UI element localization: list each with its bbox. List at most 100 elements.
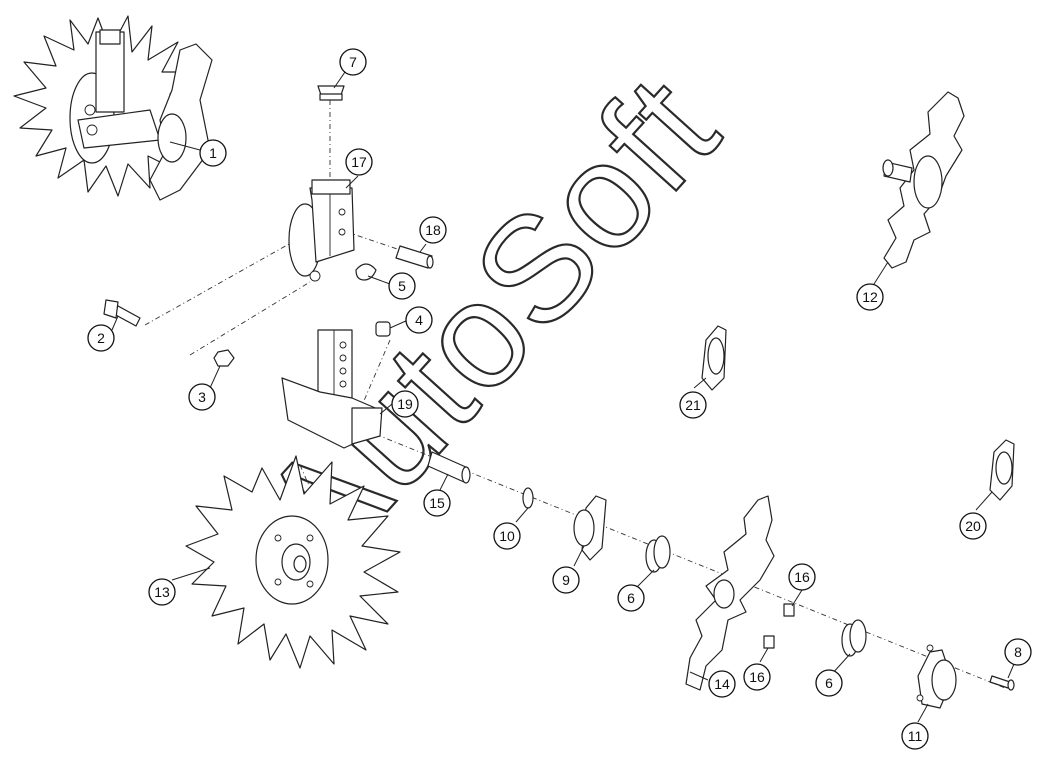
part-1-assembled-unit <box>13 15 213 201</box>
part-20-flange <box>989 439 1015 501</box>
part-11-stud-a <box>926 644 934 652</box>
callout-11: 11 <box>901 722 929 750</box>
part-13-bolt-4 <box>306 580 314 588</box>
svg-text:6: 6 <box>825 675 833 691</box>
leader-9 <box>573 545 585 567</box>
leader-19 <box>379 403 393 415</box>
leader-14 <box>689 671 709 681</box>
leader-6b <box>831 653 851 675</box>
part-20-hub <box>995 451 1013 485</box>
part-9-flange-hub <box>573 509 595 547</box>
part-17-hole-b <box>338 228 346 236</box>
part-1-bolt-a <box>84 104 96 116</box>
part-16-key-b <box>763 635 775 649</box>
part-8-bolt <box>989 675 1015 691</box>
leader-2 <box>111 315 119 331</box>
part-3-nut <box>213 349 235 367</box>
part-8-bolt-end <box>1007 679 1015 691</box>
part-21-hub <box>707 337 725 375</box>
part-19-hole-3 <box>339 367 347 375</box>
svg-text:3: 3 <box>198 389 206 405</box>
leader-20 <box>975 491 993 511</box>
leader-8 <box>1007 663 1015 679</box>
svg-text:4: 4 <box>415 312 423 328</box>
svg-text:21: 21 <box>685 397 701 413</box>
callout-10: 10 <box>493 522 521 550</box>
leader-5 <box>367 275 391 285</box>
part-11-flange-hub <box>931 659 957 701</box>
part-17-body <box>309 187 355 263</box>
leader-1 <box>169 141 201 151</box>
part-17-hole-a <box>338 208 346 216</box>
part-18-pin-body <box>395 245 433 269</box>
callout-8: 8 <box>1004 638 1032 666</box>
leader-10 <box>515 507 529 523</box>
part-1-bracket-top <box>99 29 121 45</box>
part-3-nut-shape <box>213 349 235 367</box>
part-2-bolt <box>103 299 141 327</box>
part-2-bolt-head <box>103 299 119 319</box>
part-17-top <box>311 179 351 195</box>
callout-1: 1 <box>199 139 227 167</box>
part-10-washer <box>522 487 534 509</box>
part-14-disc-hub <box>713 579 735 609</box>
svg-text:13: 13 <box>154 584 170 600</box>
callout-17: 17 <box>345 148 373 176</box>
part-15-spacer-end <box>461 466 471 484</box>
part-6-bearing-b-front <box>849 619 867 653</box>
part-11-stud-b <box>916 694 924 702</box>
part-10-washer-shape <box>522 487 534 509</box>
part-19-hole-1 <box>339 341 347 349</box>
svg-text:16: 16 <box>794 569 810 585</box>
part-6-bearing-b <box>841 619 867 657</box>
part-9-flange <box>573 495 607 561</box>
part-13-axle <box>293 555 307 573</box>
part-7-cap-base <box>319 93 343 101</box>
part-19-shank <box>281 329 383 449</box>
svg-text:16: 16 <box>749 669 765 685</box>
part-16-key-a-body <box>783 603 795 617</box>
callout-2: 2 <box>87 324 115 352</box>
svg-text:7: 7 <box>349 54 357 70</box>
part-13-bolt-2 <box>306 534 314 542</box>
svg-text:12: 12 <box>862 289 878 305</box>
callout-16b: 16 <box>743 663 771 691</box>
part-18-pin-end <box>426 255 434 269</box>
part-7-cap <box>317 85 345 101</box>
svg-text:8: 8 <box>1014 644 1022 660</box>
leader-13 <box>171 567 211 581</box>
axis-bolt <box>144 234 306 326</box>
svg-text:15: 15 <box>429 495 445 511</box>
part-16-key-a <box>783 603 795 617</box>
callout-5: 5 <box>388 272 416 300</box>
part-17-bolt <box>309 270 321 282</box>
svg-text:14: 14 <box>714 676 730 692</box>
axis-bushing <box>359 339 391 411</box>
part-19-lug <box>351 407 383 445</box>
svg-text:9: 9 <box>562 572 570 588</box>
callout-4: 4 <box>405 306 433 334</box>
axis-nut <box>189 281 311 356</box>
leader-16a <box>791 589 803 607</box>
svg-text:18: 18 <box>425 222 441 238</box>
callout-12: 12 <box>856 283 884 311</box>
callout-16a: 16 <box>788 563 816 591</box>
leader-15 <box>439 473 449 491</box>
part-6-bearing-a-front <box>653 535 671 569</box>
part-12-disc-assembly <box>882 91 965 269</box>
leader-21 <box>693 377 707 389</box>
leader-3 <box>209 365 221 389</box>
callout-3: 3 <box>188 383 216 411</box>
part-19-hole-4 <box>339 380 347 388</box>
svg-text:17: 17 <box>351 154 367 170</box>
callout-9: 9 <box>552 566 580 594</box>
part-13-star-wheel <box>185 455 401 669</box>
part-4-bushing-body <box>375 321 391 337</box>
part-6-bearing-a <box>645 535 671 573</box>
part-12-hub <box>913 155 943 209</box>
callout-21: 21 <box>679 391 707 419</box>
part-1-side-hub <box>157 113 187 163</box>
part-19-hole-2 <box>339 354 347 362</box>
svg-text:1: 1 <box>209 145 217 161</box>
callout-15: 15 <box>423 489 451 517</box>
